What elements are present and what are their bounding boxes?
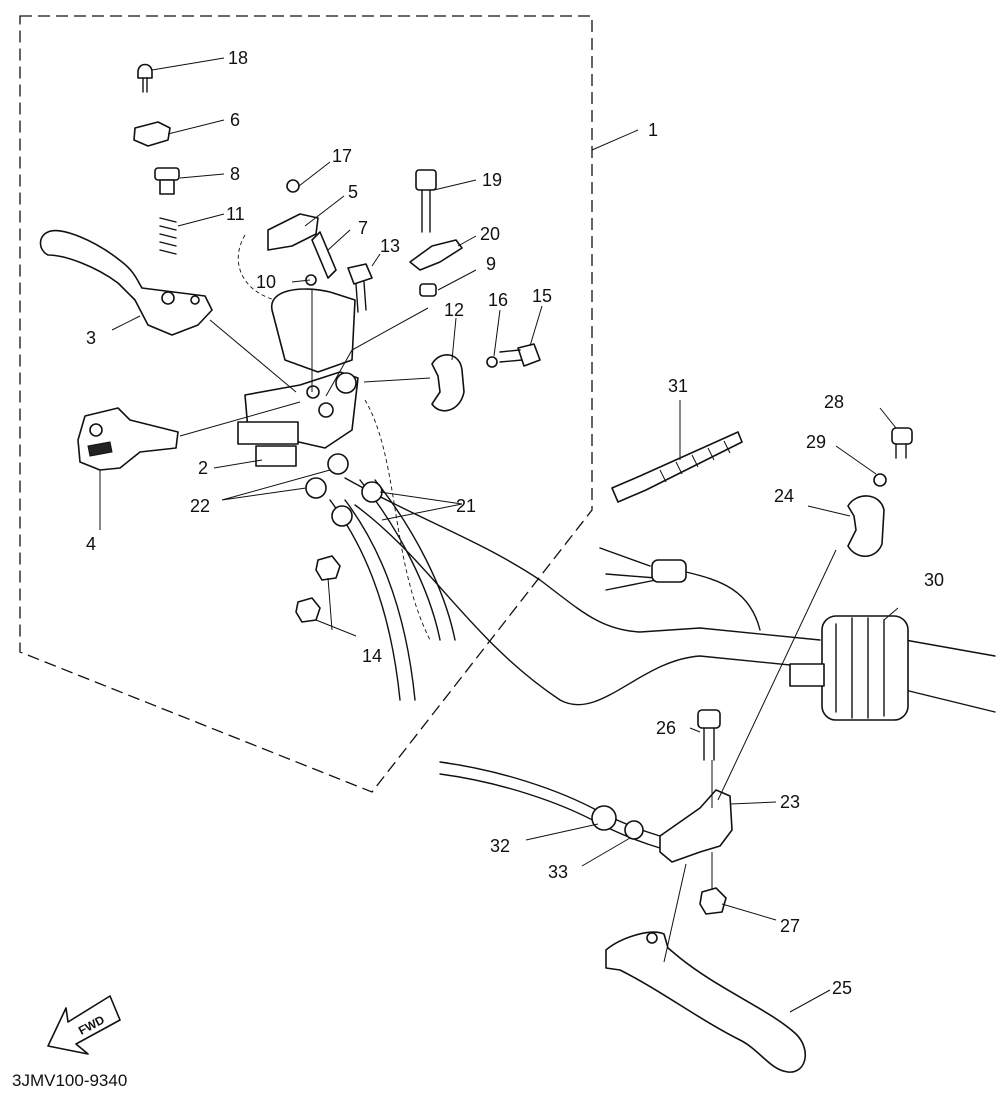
clamp-24 — [847, 495, 885, 558]
label-part-6: 6 — [230, 110, 240, 130]
label-part-13: 13 — [380, 236, 400, 256]
bracket-23 — [659, 789, 733, 863]
label-part-4: 4 — [86, 534, 96, 554]
label-part-33: 33 — [548, 862, 568, 882]
assembly-boundary — [19, 15, 593, 793]
label-part-29: 29 — [806, 432, 826, 452]
label-part-17: 17 — [332, 146, 352, 166]
washer-16 — [486, 356, 498, 368]
spring-11 — [159, 217, 177, 255]
switch-5 — [267, 213, 319, 251]
label-part-7: 7 — [358, 218, 368, 238]
pivot-hole-25 — [646, 932, 658, 944]
pin-7 — [311, 231, 337, 279]
bracket-4 — [77, 407, 179, 471]
label-part-9: 9 — [486, 254, 496, 274]
cable-tie-31 — [611, 431, 743, 503]
label-part-28: 28 — [824, 392, 844, 412]
label-part-21: 21 — [456, 496, 476, 516]
brake-lever-3 — [39, 229, 213, 336]
holder-12 — [431, 354, 465, 412]
plate-20 — [409, 239, 463, 271]
label-part-1: 1 — [648, 120, 658, 140]
screw-28 — [891, 427, 913, 459]
label-part-16: 16 — [488, 290, 508, 310]
fwd-arrow-icon: FWD — [47, 995, 121, 1055]
screw-18 — [137, 63, 153, 93]
switch-wiring — [599, 547, 761, 631]
label-part-2: 2 — [198, 458, 208, 478]
label-part-30: 30 — [924, 570, 944, 590]
label-part-11: 11 — [226, 204, 245, 224]
bolt-13 — [347, 263, 373, 313]
label-part-3: 3 — [86, 328, 96, 348]
washer-29 — [873, 473, 887, 487]
label-part-10: 10 — [256, 272, 276, 292]
label-part-32: 32 — [490, 836, 510, 856]
label-part-5: 5 — [348, 182, 358, 202]
nut-33 — [624, 820, 644, 840]
bolt-15 — [499, 343, 541, 367]
cap-9 — [419, 283, 437, 297]
label-part-27: 27 — [780, 916, 800, 936]
clutch-lever-25 — [605, 931, 806, 1073]
label-part-31: 31 — [668, 376, 688, 396]
label-part-20: 20 — [480, 224, 500, 244]
label-part-22: 22 — [190, 496, 210, 516]
nut-27 — [699, 887, 727, 915]
label-part-24: 24 — [774, 486, 794, 506]
nuts-14 — [295, 555, 341, 623]
label-part-18: 18 — [228, 48, 248, 68]
cap-6 — [133, 121, 171, 147]
circlip-17 — [286, 179, 300, 193]
grip-30 — [789, 615, 909, 721]
label-part-14: 14 — [362, 646, 382, 666]
label-part-12: 12 — [444, 300, 464, 320]
bolt-26 — [697, 709, 721, 761]
label-part-25: 25 — [832, 978, 852, 998]
label-part-19: 19 — [482, 170, 502, 190]
master-cylinder — [237, 288, 359, 467]
part-labels: 1 2 3 4 5 6 7 8 9 10 11 12 13 14 15 16 1… — [86, 48, 944, 998]
drawing-code: 3JMV100-9340 — [12, 1071, 127, 1090]
bolt-19 — [415, 169, 437, 233]
label-part-26: 26 — [656, 718, 676, 738]
label-part-23: 23 — [780, 792, 800, 812]
label-part-8: 8 — [230, 164, 240, 184]
adjuster-32 — [591, 805, 617, 831]
cable-32b — [439, 773, 661, 849]
label-part-15: 15 — [532, 286, 552, 306]
plug-8 — [154, 167, 180, 195]
hoses — [305, 453, 456, 701]
handlebar — [237, 234, 996, 713]
leader-lines — [99, 57, 899, 1013]
